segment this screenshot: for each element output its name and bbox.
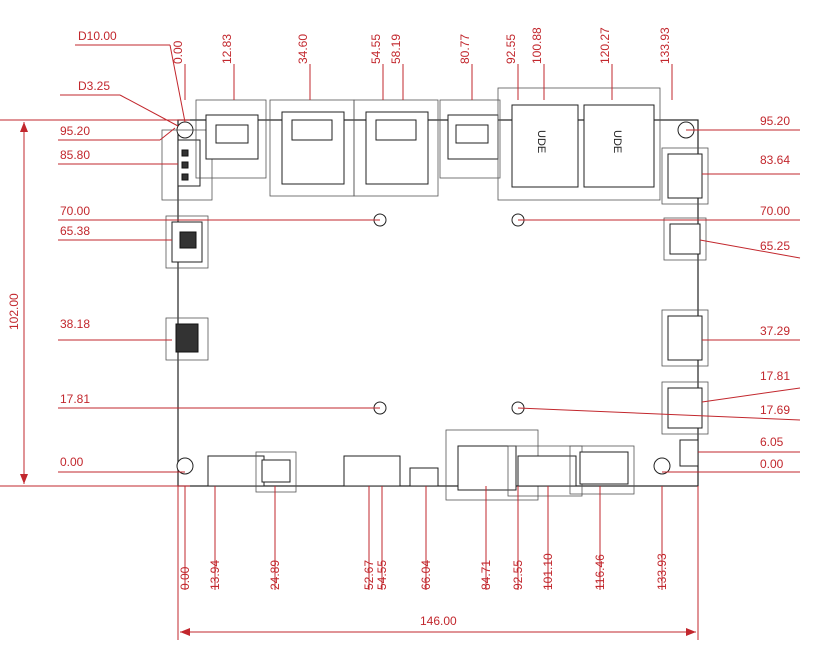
- right-dim-label: 37.29: [760, 324, 790, 338]
- left-dim-label: 17.81: [60, 392, 90, 406]
- right-dimension-labels: 95.20 83.64 70.00 65.25 37.29 17.81 17.6…: [517, 114, 801, 473]
- top-dim-label: 58.19: [389, 34, 403, 64]
- overall-width-dimension: 146.00: [177, 486, 699, 640]
- left-dim-label: D3.25: [78, 79, 110, 93]
- bottom-dim-label: 52.67: [362, 560, 376, 590]
- left-dim-label: 70.00: [60, 204, 90, 218]
- right-dim-label: 17.81: [760, 369, 790, 383]
- bottom-dim-label: 24.89: [268, 560, 282, 590]
- left-dim-label: 65.38: [60, 224, 90, 238]
- left-dim-label: D10.00: [78, 29, 117, 43]
- lan-port-1-text: UDE: [535, 130, 547, 153]
- right-dim-label: 17.69: [760, 403, 790, 417]
- right-dim-label: 83.64: [760, 153, 790, 167]
- top-dim-label: 54.55: [369, 34, 383, 64]
- right-dim-label: 95.20: [760, 114, 790, 128]
- left-dim-label: 0.00: [60, 455, 84, 469]
- bottom-dimension-labels: 0.00 13.94 24.89 52.67 54.55 66.04 84.71…: [178, 486, 669, 590]
- bottom-dim-label: 101.10: [541, 553, 555, 590]
- bottom-dim-label: 0.00: [178, 566, 192, 590]
- left-dim-label: 95.20: [60, 124, 90, 138]
- top-dim-label: 12.83: [220, 34, 234, 64]
- right-dim-label: 0.00: [760, 457, 784, 471]
- overall-height-dimension: 102.00: [0, 119, 190, 487]
- overall-height-label: 102.00: [7, 293, 21, 330]
- top-dim-label: 80.77: [458, 34, 472, 64]
- bottom-dim-label: 54.55: [375, 560, 389, 590]
- top-connectors: UDE UDE: [161, 87, 661, 201]
- top-dim-label: 120.27: [598, 27, 612, 64]
- top-dim-label: 34.60: [296, 34, 310, 64]
- left-dim-label: 85.80: [60, 148, 90, 162]
- right-connectors: [661, 147, 709, 467]
- right-dim-label: 6.05: [760, 435, 784, 449]
- bottom-dim-label: 66.04: [419, 560, 433, 590]
- top-dim-label: 0.00: [171, 40, 185, 64]
- top-dim-label: 100.88: [530, 27, 544, 64]
- bottom-dim-label: 133.93: [655, 553, 669, 590]
- top-dim-label: 133.93: [658, 27, 672, 64]
- lan-port-2-text: UDE: [611, 130, 623, 153]
- top-dimension-labels: 0.00 12.83 34.60 54.55 58.19 80.77 92.55…: [171, 27, 673, 100]
- bottom-dim-label: 116.46: [593, 554, 607, 590]
- bottom-dim-label: 84.71: [479, 560, 493, 590]
- bottom-dim-label: 92.55: [511, 560, 525, 590]
- top-dim-label: 92.55: [504, 34, 518, 64]
- bottom-connectors: [207, 429, 635, 501]
- right-dim-label: 70.00: [760, 204, 790, 218]
- left-connectors: [165, 215, 209, 361]
- bottom-dim-label: 13.94: [208, 560, 222, 590]
- left-dim-label: 38.18: [60, 317, 90, 331]
- right-dim-label: 65.25: [760, 239, 790, 253]
- left-dimension-labels: D10.00 D3.25 95.20 85.80 70.00 65.38 38.…: [58, 29, 380, 473]
- overall-width-label: 146.00: [420, 614, 457, 628]
